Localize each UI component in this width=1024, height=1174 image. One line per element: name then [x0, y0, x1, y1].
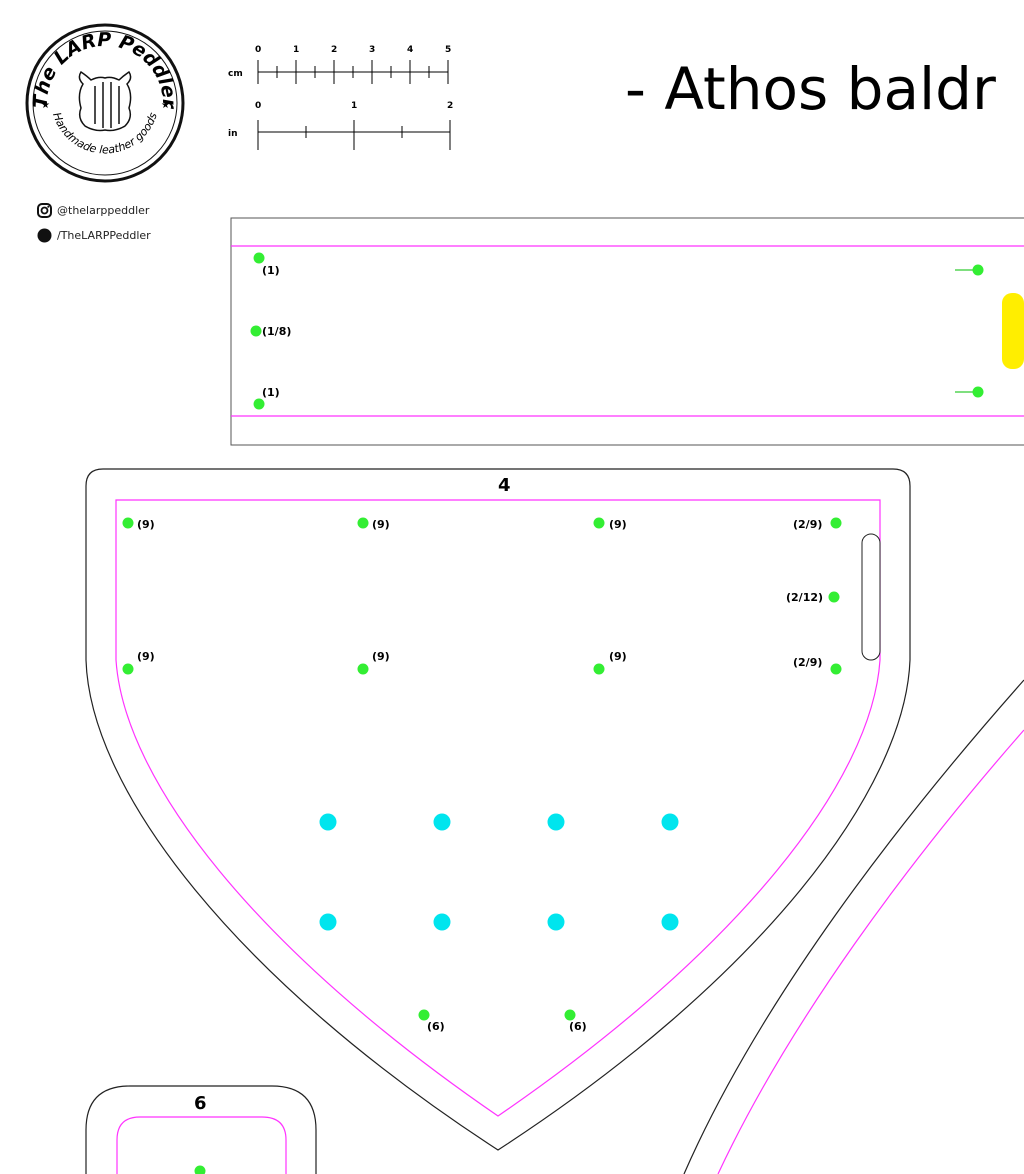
- stitch-hole: [830, 663, 842, 675]
- piece-6: [85, 1085, 317, 1174]
- rivet-hole: [661, 913, 679, 931]
- stitch-hole: [253, 252, 265, 264]
- stitch-hole: [828, 591, 840, 603]
- cm-tick-label: 1: [293, 45, 299, 55]
- strap-slot: [1002, 293, 1024, 369]
- stitch-hole: [253, 398, 265, 410]
- stitch-hole: [593, 663, 605, 675]
- in-tick-label: 2: [447, 101, 453, 111]
- p4-label-r2-2: (9): [372, 650, 390, 663]
- rivet-hole: [661, 813, 679, 831]
- strap-piece: [230, 217, 1024, 446]
- stitch-hole: [830, 517, 842, 529]
- curved-strap-piece: [683, 679, 1024, 1174]
- rivet-hole: [433, 913, 451, 931]
- stitch-hole: [418, 1009, 430, 1021]
- piece-6-number: 6: [194, 1093, 207, 1114]
- facebook-icon: [36, 227, 52, 243]
- cm-tick-label: 3: [369, 45, 375, 55]
- p4-label-r1-3: (9): [609, 518, 627, 531]
- stitch-hole: [194, 1165, 206, 1174]
- stitch-hole: [122, 663, 134, 675]
- instagram-icon: [36, 202, 52, 218]
- rivet-hole: [433, 813, 451, 831]
- cm-tick-label: 2: [331, 45, 337, 55]
- instagram-handle[interactable]: @thelarppeddler: [36, 202, 149, 218]
- in-tick-label: 1: [351, 101, 357, 111]
- p4-label-bottom-1: (6): [427, 1020, 445, 1033]
- larp-peddler-logo: The LARP Peddler Handmade leather goods …: [25, 23, 185, 183]
- strap-label-3: (1): [262, 386, 280, 399]
- stitch-hole: [357, 663, 369, 675]
- strap-label-2: (1/8): [262, 325, 292, 338]
- cm-tick-label: 5: [445, 45, 451, 55]
- instagram-text: @thelarppeddler: [57, 203, 150, 217]
- facebook-handle[interactable]: /TheLARPPeddler: [36, 227, 151, 243]
- stitch-hole: [122, 517, 134, 529]
- leather-hide-icon: [78, 70, 132, 132]
- cm-label: cm: [228, 69, 243, 79]
- cm-tick-label: 0: [255, 45, 261, 55]
- logo-star-right-icon: ★: [161, 100, 170, 111]
- p4-label-r2-1: (9): [137, 650, 155, 663]
- rivet-hole: [319, 813, 337, 831]
- piece-4-slot: [861, 533, 881, 661]
- stitch-hole: [593, 517, 605, 529]
- in-tick-label: 0: [255, 101, 261, 111]
- piece-4: [85, 468, 911, 1151]
- cm-tick-label: 4: [407, 45, 413, 55]
- piece-4-number: 4: [498, 475, 511, 496]
- p4-label-r2-3: (9): [609, 650, 627, 663]
- stitch-hole: [972, 264, 984, 276]
- p4-label-r1-2: (9): [372, 518, 390, 531]
- logo-star-left-icon: ★: [41, 100, 50, 111]
- page-title: - Athos baldr: [625, 55, 996, 123]
- rivet-hole: [319, 913, 337, 931]
- rivet-hole: [547, 813, 565, 831]
- p4-label-r2-4: (2/9): [793, 656, 823, 669]
- stitch-hole: [250, 325, 262, 337]
- stitch-hole: [357, 517, 369, 529]
- p4-label-bottom-2: (6): [569, 1020, 587, 1033]
- p4-label-r1-4: (2/9): [793, 518, 823, 531]
- stitch-hole: [564, 1009, 576, 1021]
- scale-bar: cm 0 1 2 3 4 5 in 0 1 2: [228, 45, 453, 150]
- rivet-hole: [547, 913, 565, 931]
- facebook-text: /TheLARPPeddler: [57, 228, 151, 242]
- in-label: in: [228, 129, 238, 139]
- stitch-hole: [972, 386, 984, 398]
- strap-label-1: (1): [262, 264, 280, 277]
- p4-label-r1-1: (9): [137, 518, 155, 531]
- p4-label-mid-right: (2/12): [786, 591, 824, 604]
